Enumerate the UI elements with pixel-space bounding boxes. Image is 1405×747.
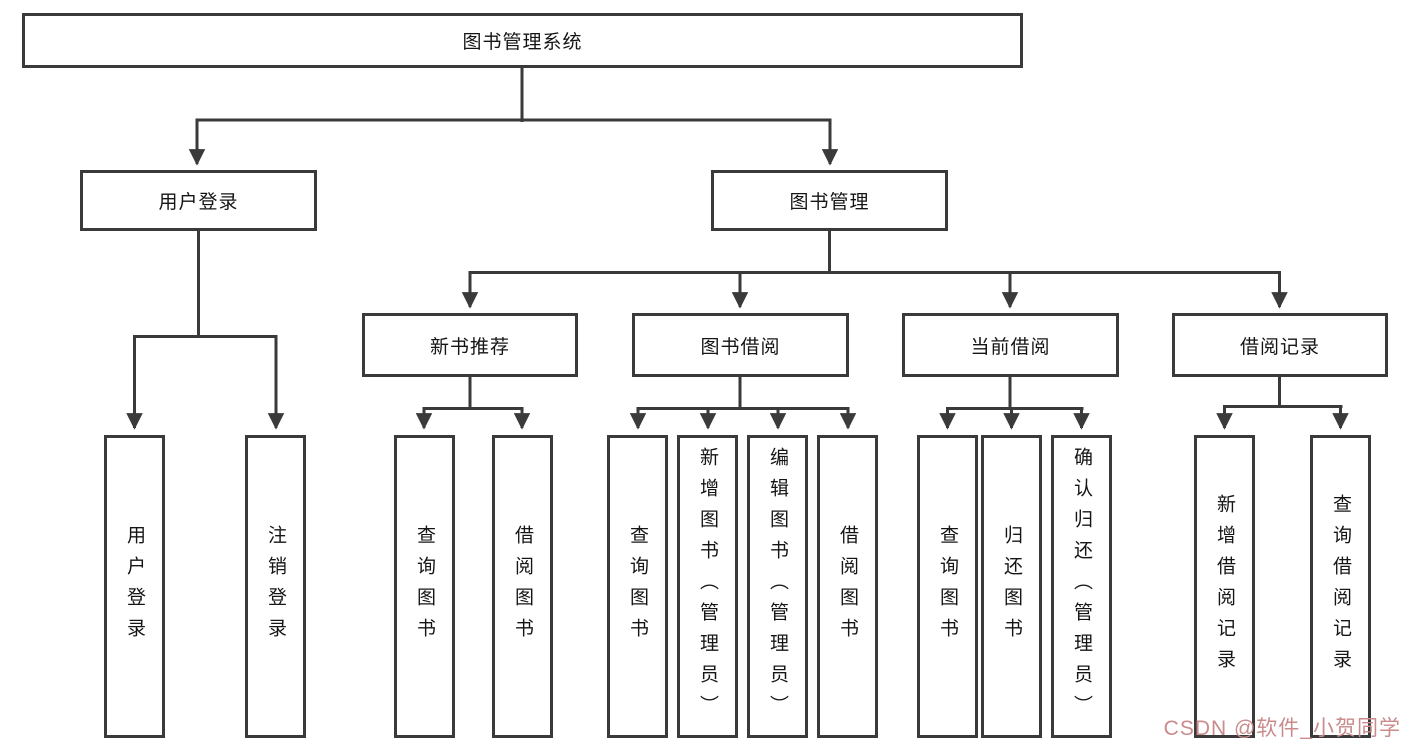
leaf-label: 查询图书 — [627, 524, 648, 649]
leaf-edit-book-admin: 编辑图书（管理员） — [747, 435, 808, 738]
node-label: 图书借阅 — [700, 336, 781, 358]
node-library-management-system: 图书管理系统 — [22, 13, 1023, 68]
leaf-query-book-recommend: 查询图书 — [394, 435, 455, 738]
node-new-book-recommend: 新书推荐 — [362, 313, 578, 377]
leaf-logout: 注销登录 — [245, 435, 306, 738]
leaf-user-login: 用户登录 — [104, 435, 165, 738]
leaf-borrow-book-recommend: 借阅图书 — [492, 435, 553, 738]
leaf-label: 借阅图书 — [512, 524, 533, 649]
leaf-label: 查询图书 — [414, 524, 435, 649]
leaf-add-book-admin: 新增图书（管理员） — [677, 435, 738, 738]
node-label: 图书管理系统 — [462, 32, 583, 53]
leaf-query-book-current: 查询图书 — [917, 435, 978, 738]
leaf-query-borrow-record: 查询借阅记录 — [1310, 435, 1371, 738]
leaf-confirm-return-admin: 确认归还（管理员） — [1051, 435, 1112, 738]
leaf-label: 注销登录 — [265, 524, 286, 649]
leaf-return-book: 归还图书 — [981, 435, 1042, 738]
node-label: 图书管理 — [789, 192, 870, 213]
csdn-watermark: CSDN @软件_小贺同学 — [1163, 717, 1401, 740]
leaf-label: 查询图书 — [937, 524, 958, 649]
leaf-label: 用户登录 — [124, 524, 145, 649]
leaf-query-book-borrow: 查询图书 — [607, 435, 668, 738]
node-label: 借阅记录 — [1239, 336, 1320, 358]
leaf-label: 借阅图书 — [837, 524, 858, 649]
node-label: 新书推荐 — [429, 336, 510, 358]
node-book-management: 图书管理 — [711, 170, 948, 231]
leaf-label: 新增借阅记录 — [1214, 493, 1235, 680]
leaf-borrow-book: 借阅图书 — [817, 435, 878, 738]
node-label: 用户登录 — [158, 192, 239, 213]
leaf-add-borrow-record: 新增借阅记录 — [1194, 435, 1255, 738]
leaf-label: 归还图书 — [1001, 524, 1022, 649]
leaf-label: 编辑图书（管理员） — [767, 447, 788, 726]
leaf-label: 查询借阅记录 — [1330, 493, 1351, 680]
node-borrow-records: 借阅记录 — [1172, 313, 1388, 377]
leaf-label: 确认归还（管理员） — [1071, 447, 1092, 726]
node-book-borrow: 图书借阅 — [632, 313, 849, 377]
node-current-borrow: 当前借阅 — [902, 313, 1119, 377]
node-label: 当前借阅 — [970, 336, 1051, 358]
leaf-label: 新增图书（管理员） — [697, 447, 718, 726]
node-user-login: 用户登录 — [80, 170, 317, 231]
